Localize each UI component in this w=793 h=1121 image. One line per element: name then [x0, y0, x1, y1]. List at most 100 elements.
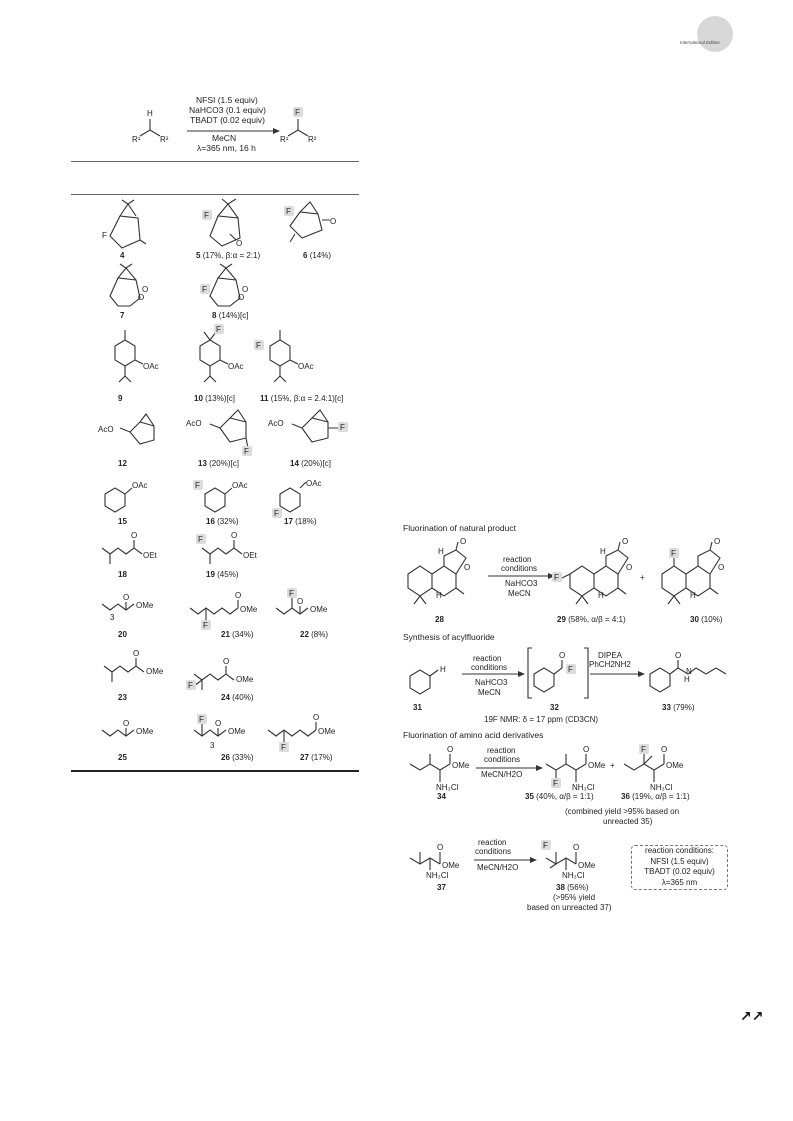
- svg-text:OMe: OMe: [146, 667, 164, 676]
- svg-text:O: O: [622, 537, 628, 546]
- r1-label: R¹: [132, 135, 141, 144]
- label-9: 9: [118, 394, 123, 403]
- svg-text:O: O: [559, 651, 565, 660]
- svg-text:O: O: [313, 713, 319, 722]
- note-38-1: (>95% yield: [553, 893, 596, 902]
- label-33: 33 (79%): [662, 703, 695, 712]
- svg-text:OMe: OMe: [310, 605, 328, 614]
- structure-4: F: [102, 199, 147, 249]
- structure-14: AcO F: [268, 409, 348, 443]
- acyl-arrow1-top-1: reaction: [473, 654, 502, 663]
- svg-text:F: F: [554, 573, 559, 582]
- structure-19: F O OEt: [196, 531, 258, 564]
- svg-text:F: F: [188, 681, 193, 690]
- acyl-arrow1-top-2: conditions: [471, 663, 508, 672]
- amino2-arrow-bottom: MeCN/H2O: [477, 863, 519, 872]
- svg-text:O: O: [297, 597, 303, 606]
- acyl-arrow1-bottom-1: NaHCO3: [475, 678, 508, 687]
- structure-22: F O OMe: [275, 588, 328, 615]
- structure-17: OAc F: [272, 479, 322, 518]
- scheme-acyl: H O F O H N: [409, 647, 727, 699]
- svg-text:OEt: OEt: [243, 551, 258, 560]
- structure-25: O OMe: [101, 719, 154, 737]
- journal-badge: [697, 16, 733, 52]
- title-acyl: Synthesis of acylfluoride: [403, 632, 495, 642]
- acyl-arrow1-bottom-2: MeCN: [478, 688, 501, 697]
- svg-text:F: F: [204, 211, 209, 220]
- svg-text:AcO: AcO: [98, 425, 114, 434]
- label-12: 12: [118, 459, 127, 468]
- svg-text:3: 3: [110, 613, 115, 622]
- svg-text:O: O: [464, 563, 470, 572]
- svg-text:OMe: OMe: [588, 761, 606, 770]
- svg-text:O: O: [242, 285, 248, 294]
- reagent-3: TBADT (0.02 equiv): [190, 115, 265, 125]
- label-17: 17 (18%): [284, 517, 317, 526]
- svg-text:NH₃Cl: NH₃Cl: [650, 783, 673, 792]
- svg-text:R²: R²: [308, 135, 317, 144]
- label-25: 25: [118, 753, 127, 762]
- structure-23: O OMe: [103, 649, 164, 682]
- svg-text:OAc: OAc: [232, 481, 248, 490]
- svg-text:OEt: OEt: [143, 551, 158, 560]
- svg-text:OAc: OAc: [143, 362, 159, 371]
- amino-arrow-bottom: MeCN/H2O: [481, 770, 523, 779]
- label-18: 18: [118, 570, 127, 579]
- svg-text:NH₃Cl: NH₃Cl: [436, 783, 459, 792]
- structure-24: F O OMe: [186, 657, 254, 690]
- svg-text:H: H: [598, 591, 604, 600]
- label-29: 29 (58%, α/β = 4:1): [557, 615, 626, 624]
- svg-text:O: O: [573, 843, 579, 852]
- svg-text:H: H: [600, 547, 606, 556]
- conditions-box-line-1: NFSI (1.5 equiv): [650, 856, 709, 866]
- svg-text:F: F: [340, 423, 345, 432]
- svg-text:OMe: OMe: [236, 675, 254, 684]
- svg-text:F: F: [202, 285, 207, 294]
- svg-text:O: O: [718, 563, 724, 572]
- svg-text:O: O: [231, 531, 237, 540]
- amino2-arrow-top-2: conditions: [475, 847, 512, 856]
- structure-11: F OAc: [254, 330, 314, 383]
- svg-text:F: F: [543, 841, 548, 850]
- structure-18: O OEt: [101, 531, 158, 564]
- label-22: 22 (8%): [300, 630, 329, 639]
- conditions-box-line-2: TBADT (0.02 equiv): [644, 867, 715, 876]
- combined-note-1: (combined yield >95% based on: [565, 807, 680, 816]
- svg-text:OAc: OAc: [132, 481, 148, 490]
- label-10: 10 (13%)[c]: [194, 394, 235, 403]
- table-structures: F F O F O O O F O O OAc F OAc F OA: [98, 198, 348, 752]
- svg-text:F: F: [203, 621, 208, 630]
- svg-text:+: +: [610, 761, 615, 770]
- svg-text:F: F: [553, 779, 558, 788]
- label-13: 13 (20%)[c]: [198, 459, 239, 468]
- svg-text:NH₃Cl: NH₃Cl: [572, 783, 595, 792]
- label-34: 34: [437, 792, 446, 801]
- conditions: λ=365 nm, 16 h: [197, 143, 256, 153]
- svg-text:F: F: [102, 231, 107, 240]
- table-rule-header: [71, 194, 359, 195]
- structure-27: F O OMe: [267, 713, 336, 752]
- svg-text:O: O: [142, 285, 148, 294]
- acyl-arrow2-top-2: PhCH2NH2: [589, 660, 631, 669]
- label-11: 11 (15%, β:α = 2.4:1)[c]: [260, 394, 344, 403]
- svg-text:O: O: [238, 293, 244, 302]
- title-natural: Fluorination of natural product: [403, 523, 516, 533]
- svg-text:F: F: [199, 715, 204, 724]
- reagent-1: NFSI (1.5 equiv): [196, 95, 258, 105]
- label-27: 27 (17%): [300, 753, 333, 762]
- table-rule-top: [71, 161, 359, 162]
- svg-text:O: O: [583, 745, 589, 754]
- svg-text:N: N: [686, 667, 692, 676]
- svg-text:NH₃Cl: NH₃Cl: [562, 871, 585, 880]
- svg-text:NH₃Cl: NH₃Cl: [426, 871, 449, 880]
- svg-text:OMe: OMe: [240, 605, 258, 614]
- combined-note-2: unreacted 35): [603, 817, 653, 826]
- natural-arrow-bottom-1: NaHCO3: [505, 579, 538, 588]
- svg-text:OMe: OMe: [452, 761, 470, 770]
- svg-text:O: O: [236, 239, 242, 248]
- svg-text:AcO: AcO: [268, 419, 284, 428]
- svg-text:3: 3: [210, 741, 215, 750]
- svg-text:OMe: OMe: [136, 601, 154, 610]
- label-23: 23: [118, 693, 127, 702]
- structure-26: F O OMe 3: [193, 714, 246, 750]
